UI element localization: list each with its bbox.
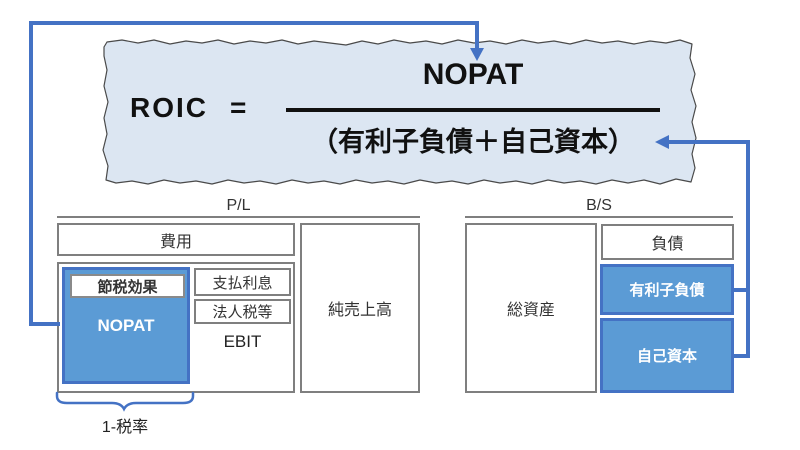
net-sales-box: 純売上高: [300, 223, 420, 393]
equity-box: 自己資本: [600, 318, 734, 393]
interest-paid-box: 支払利息: [194, 268, 291, 296]
interest-bearing-debt-label: 有利子負債: [629, 282, 705, 299]
formula-numerator-nopat: NOPAT: [422, 58, 524, 91]
bs-title-underline: [465, 216, 733, 218]
pl-title-underline: [57, 216, 420, 218]
total-assets-label: 総資産: [506, 302, 555, 319]
pl-title: P/L: [226, 197, 251, 214]
expense-box: 費用: [57, 223, 295, 256]
interest-paid-label: 支払利息: [212, 274, 273, 292]
nopat-box: 節税効果 NOPAT: [62, 267, 190, 384]
bs-title: B/S: [586, 197, 612, 214]
ebit-label: EBIT: [223, 332, 262, 351]
corporate-tax-box: 法人税等: [194, 299, 291, 324]
total-assets-box: 総資産: [465, 223, 597, 393]
nopat-label: NOPAT: [97, 315, 155, 335]
liabilities-box: 負債: [601, 224, 734, 260]
expense-label: 費用: [159, 233, 192, 251]
interest-bearing-debt-box: 有利子負債: [600, 264, 734, 315]
net-sales-label: 純売上高: [327, 302, 392, 319]
one-minus-tax-rate-label: 1-税率: [101, 419, 149, 436]
formula-roic-label: ROIC: [130, 92, 208, 123]
formula-equals-sign: =: [230, 92, 247, 123]
equity-label: 自己資本: [636, 348, 697, 365]
tax-rate-brace-icon: [55, 391, 195, 412]
corporate-tax-label: 法人税等: [212, 304, 273, 321]
formula-denominator: （有利子負債＋自己資本）: [311, 127, 635, 157]
liabilities-label: 負債: [651, 236, 684, 253]
fraction-bar: [286, 108, 660, 112]
